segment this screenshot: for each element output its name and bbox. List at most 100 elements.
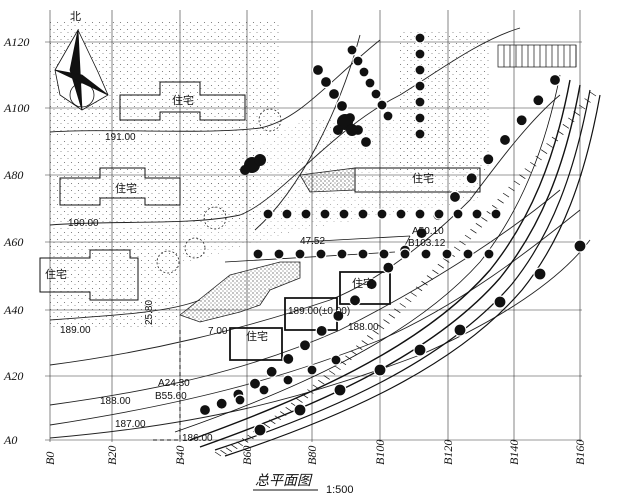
dim-4752: 47.52: [300, 236, 325, 247]
tree: [573, 239, 587, 253]
x-label: B100: [373, 440, 387, 465]
tree: [258, 384, 270, 396]
x-label: B120: [441, 440, 455, 465]
tree: [315, 324, 328, 337]
tree: [414, 64, 426, 76]
tree: [490, 208, 502, 220]
coord-b10312: B103.12: [408, 238, 446, 249]
tree: [465, 172, 478, 185]
tree: [415, 226, 428, 240]
coord-b5560: B55.60: [155, 391, 187, 402]
y-label: A0: [3, 433, 17, 447]
tree: [471, 208, 483, 220]
elev-188-b: 188.00: [348, 322, 379, 333]
tree: [395, 208, 407, 220]
tree: [293, 403, 307, 417]
residential-label-3: 住宅: [45, 267, 67, 281]
dim-2580: 25.80: [144, 300, 155, 325]
tree: [330, 354, 342, 366]
x-label: B40: [173, 446, 187, 465]
drawing-scale: 1:500: [326, 484, 354, 496]
tree: [359, 135, 373, 149]
tree: [493, 295, 507, 309]
drawing-title: 总平面图: [255, 473, 313, 489]
tree: [336, 248, 348, 260]
tree: [346, 44, 358, 56]
x-label: B160: [573, 440, 587, 465]
tree: [370, 88, 382, 100]
tree: [441, 248, 453, 260]
tree: [433, 208, 445, 220]
tree: [315, 248, 327, 260]
tree: [376, 208, 388, 220]
elev-187: 187.00: [115, 419, 146, 430]
tree: [365, 278, 378, 291]
tree: [252, 248, 264, 260]
tree: [281, 208, 293, 220]
x-label: B20: [105, 446, 119, 465]
tree: [311, 63, 325, 77]
tree: [298, 339, 312, 352]
tree: [414, 96, 426, 108]
tree: [414, 80, 426, 92]
tree: [265, 365, 278, 378]
y-label: A100: [3, 101, 29, 115]
tree: [414, 32, 426, 44]
tree: [248, 377, 262, 390]
x-label: B0: [43, 452, 57, 465]
coord-a5010: A50.10: [412, 226, 444, 237]
dashed-line: [150, 330, 181, 441]
tree: [319, 75, 333, 89]
tree: [319, 208, 331, 220]
tree: [382, 110, 394, 122]
y-label: A20: [3, 369, 23, 383]
building-top: [119, 81, 246, 121]
x-label: B140: [507, 440, 521, 465]
tree: [348, 294, 362, 307]
tree: [262, 208, 274, 220]
tree: [515, 114, 528, 127]
tree: [452, 208, 464, 220]
dim-7: 7.00: [208, 326, 228, 337]
tree: [414, 48, 426, 60]
tree: [453, 323, 467, 337]
tree: [414, 208, 426, 220]
tree: [273, 248, 285, 260]
tree: [376, 99, 388, 111]
tree: [378, 248, 390, 260]
tree: [327, 87, 341, 101]
tree: [335, 99, 349, 113]
tree: [498, 133, 512, 147]
tree: [215, 397, 228, 410]
tree: [282, 374, 294, 386]
tree: [373, 363, 387, 377]
tree: [357, 208, 369, 220]
residential-label-1: 住宅: [172, 93, 194, 107]
elev-189-zero: 189.00(±0.00): [288, 306, 350, 317]
tree: [462, 248, 474, 260]
tree: [352, 55, 364, 67]
tree: [294, 248, 306, 260]
tree: [358, 66, 370, 78]
tree: [532, 94, 545, 107]
elev-186: 186.00: [182, 433, 213, 444]
lawn-areas: [179, 167, 356, 323]
building-left: [39, 249, 139, 301]
building-middle: [59, 167, 181, 206]
tree: [414, 112, 426, 124]
tree: [364, 77, 376, 89]
shrub-clumps: [240, 114, 358, 175]
tree: [306, 364, 318, 376]
y-label: A60: [3, 235, 23, 249]
tree: [414, 128, 426, 140]
elev-188: 188.00: [100, 396, 131, 407]
tree: [300, 208, 312, 220]
residential-label-6: 住宅: [352, 276, 374, 290]
bush-outlines: [156, 108, 282, 274]
tree: [253, 423, 267, 437]
residential-label-4: 住宅: [412, 171, 434, 185]
